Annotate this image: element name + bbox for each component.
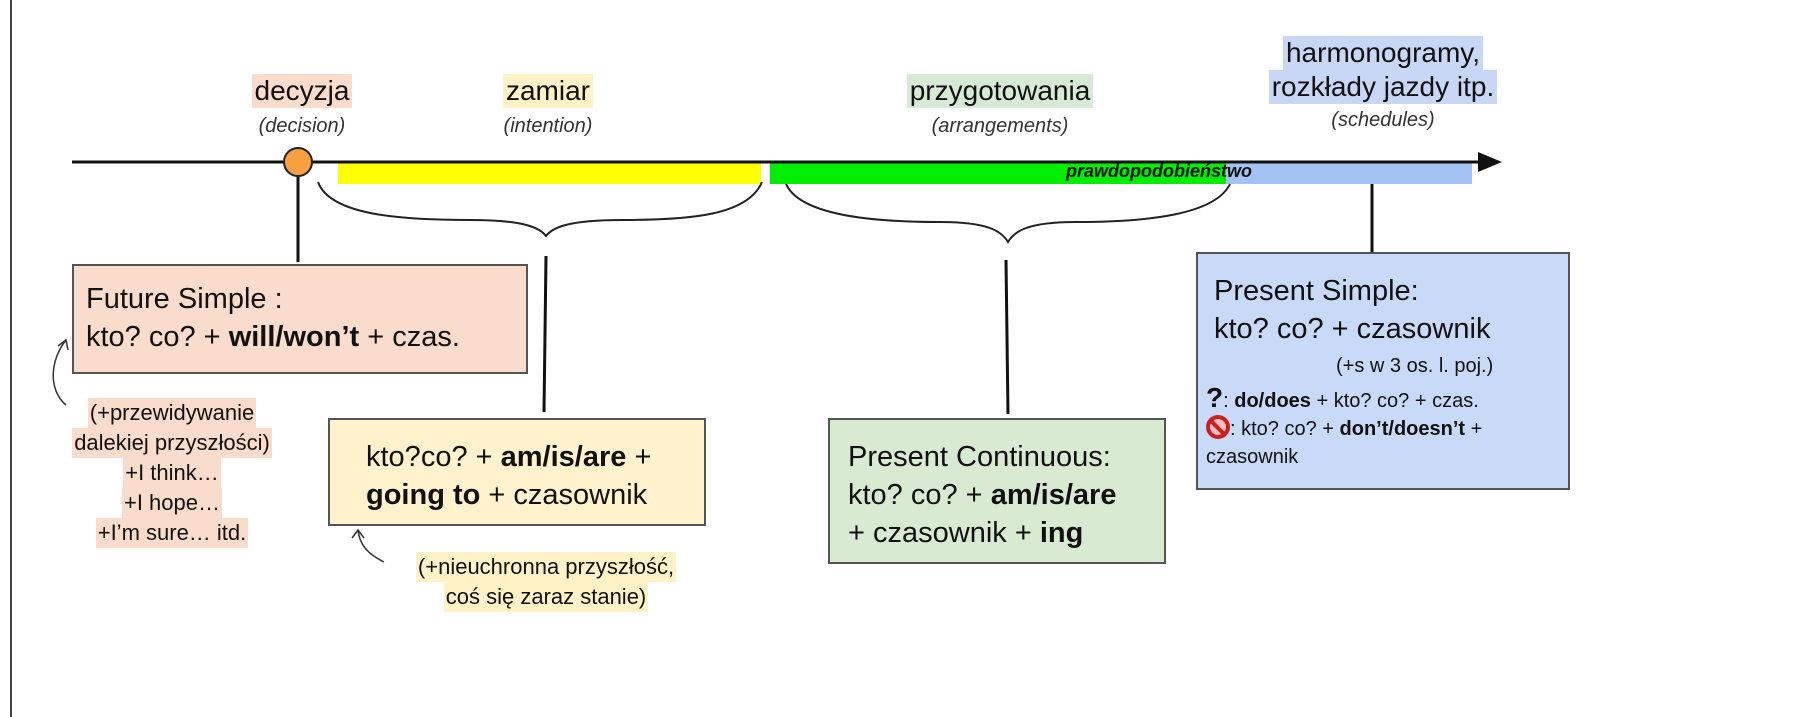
intention-brace <box>317 181 763 238</box>
schedules-band <box>1226 162 1472 184</box>
going-to-box: kto?co? + am/is/are + going to + czasown… <box>328 418 706 526</box>
present-continuous-formula1: kto? co? + am/is/are <box>848 479 1117 511</box>
arrangements-label: przygotowania (arrangements) <box>880 74 1120 138</box>
schedules-title-line1: harmonogramy, <box>1282 36 1483 70</box>
present-simple-negative: : kto? co? + don’t/doesn’t + <box>1206 415 1568 443</box>
going-note-arrow <box>357 529 385 563</box>
decision-title: decyzja <box>251 74 353 108</box>
future-simple-formula: kto? co? + will/won’t + czas. <box>86 321 460 353</box>
decision-subtitle: (decision) <box>258 115 346 137</box>
present-continuous-formula2: + czasownik + ing <box>848 517 1084 549</box>
present-simple-box: Present Simple: kto? co? + czasownik (+s… <box>1196 252 1570 490</box>
intention-connector <box>542 255 548 413</box>
intention-subtitle: (intention) <box>503 115 593 137</box>
present-simple-question: ?: do/does + kto? co? + czas. <box>1206 382 1479 413</box>
probability-label: prawdopodobieństwo <box>1066 161 1252 181</box>
frame-border <box>10 0 12 717</box>
going-to-line2: going to + czasownik <box>366 479 648 511</box>
future-note-arrow <box>52 339 67 406</box>
present-simple-note: (+s w 3 os. l. poj.) <box>1336 355 1494 377</box>
present-continuous-box: Present Continuous: kto? co? + am/is/are… <box>828 418 1166 564</box>
intention-band <box>338 162 761 184</box>
present-simple-formula: kto? co? + czasownik <box>1214 313 1491 345</box>
arrangements-connector <box>1004 259 1010 415</box>
future-note-arrowhead <box>57 338 69 351</box>
future-simple-box: Future Simple : kto? co? + will/won’t + … <box>72 264 528 374</box>
question-mark-icon: ? <box>1206 382 1224 413</box>
arrangements-brace <box>785 183 1231 244</box>
arrangements-band <box>770 162 1226 184</box>
intention-label: zamiar (intention) <box>478 74 618 138</box>
going-to-notes: (+nieuchronna przyszłość, coś się zaraz … <box>376 552 716 612</box>
going-to-line1: kto?co? + am/is/are + <box>366 441 652 473</box>
going-note-arrowhead <box>351 528 365 539</box>
schedules-subtitle: (schedules) <box>1331 109 1435 131</box>
future-simple-title: Future Simple : <box>86 283 283 315</box>
intention-title: zamiar <box>502 74 593 108</box>
schedules-label: harmonogramy, rozkłady jazdy itp. (sched… <box>1238 36 1528 132</box>
timeline-arrowhead <box>1478 152 1502 172</box>
present-simple-negative-line2: czasownik <box>1206 446 1299 468</box>
future-simple-notes: (+przewidywanie dalekiej przyszłości) +I… <box>44 398 300 548</box>
no-entry-icon <box>1206 415 1230 439</box>
schedules-title-line2: rozkłady jazdy itp. <box>1268 70 1498 104</box>
arrangements-title: przygotowania <box>906 74 1094 108</box>
decision-label: decyzja (decision) <box>232 74 372 138</box>
decision-point <box>283 147 313 177</box>
arrangements-subtitle: (arrangements) <box>931 115 1069 137</box>
present-simple-title: Present Simple: <box>1214 275 1419 307</box>
present-continuous-title: Present Continuous: <box>848 441 1111 473</box>
